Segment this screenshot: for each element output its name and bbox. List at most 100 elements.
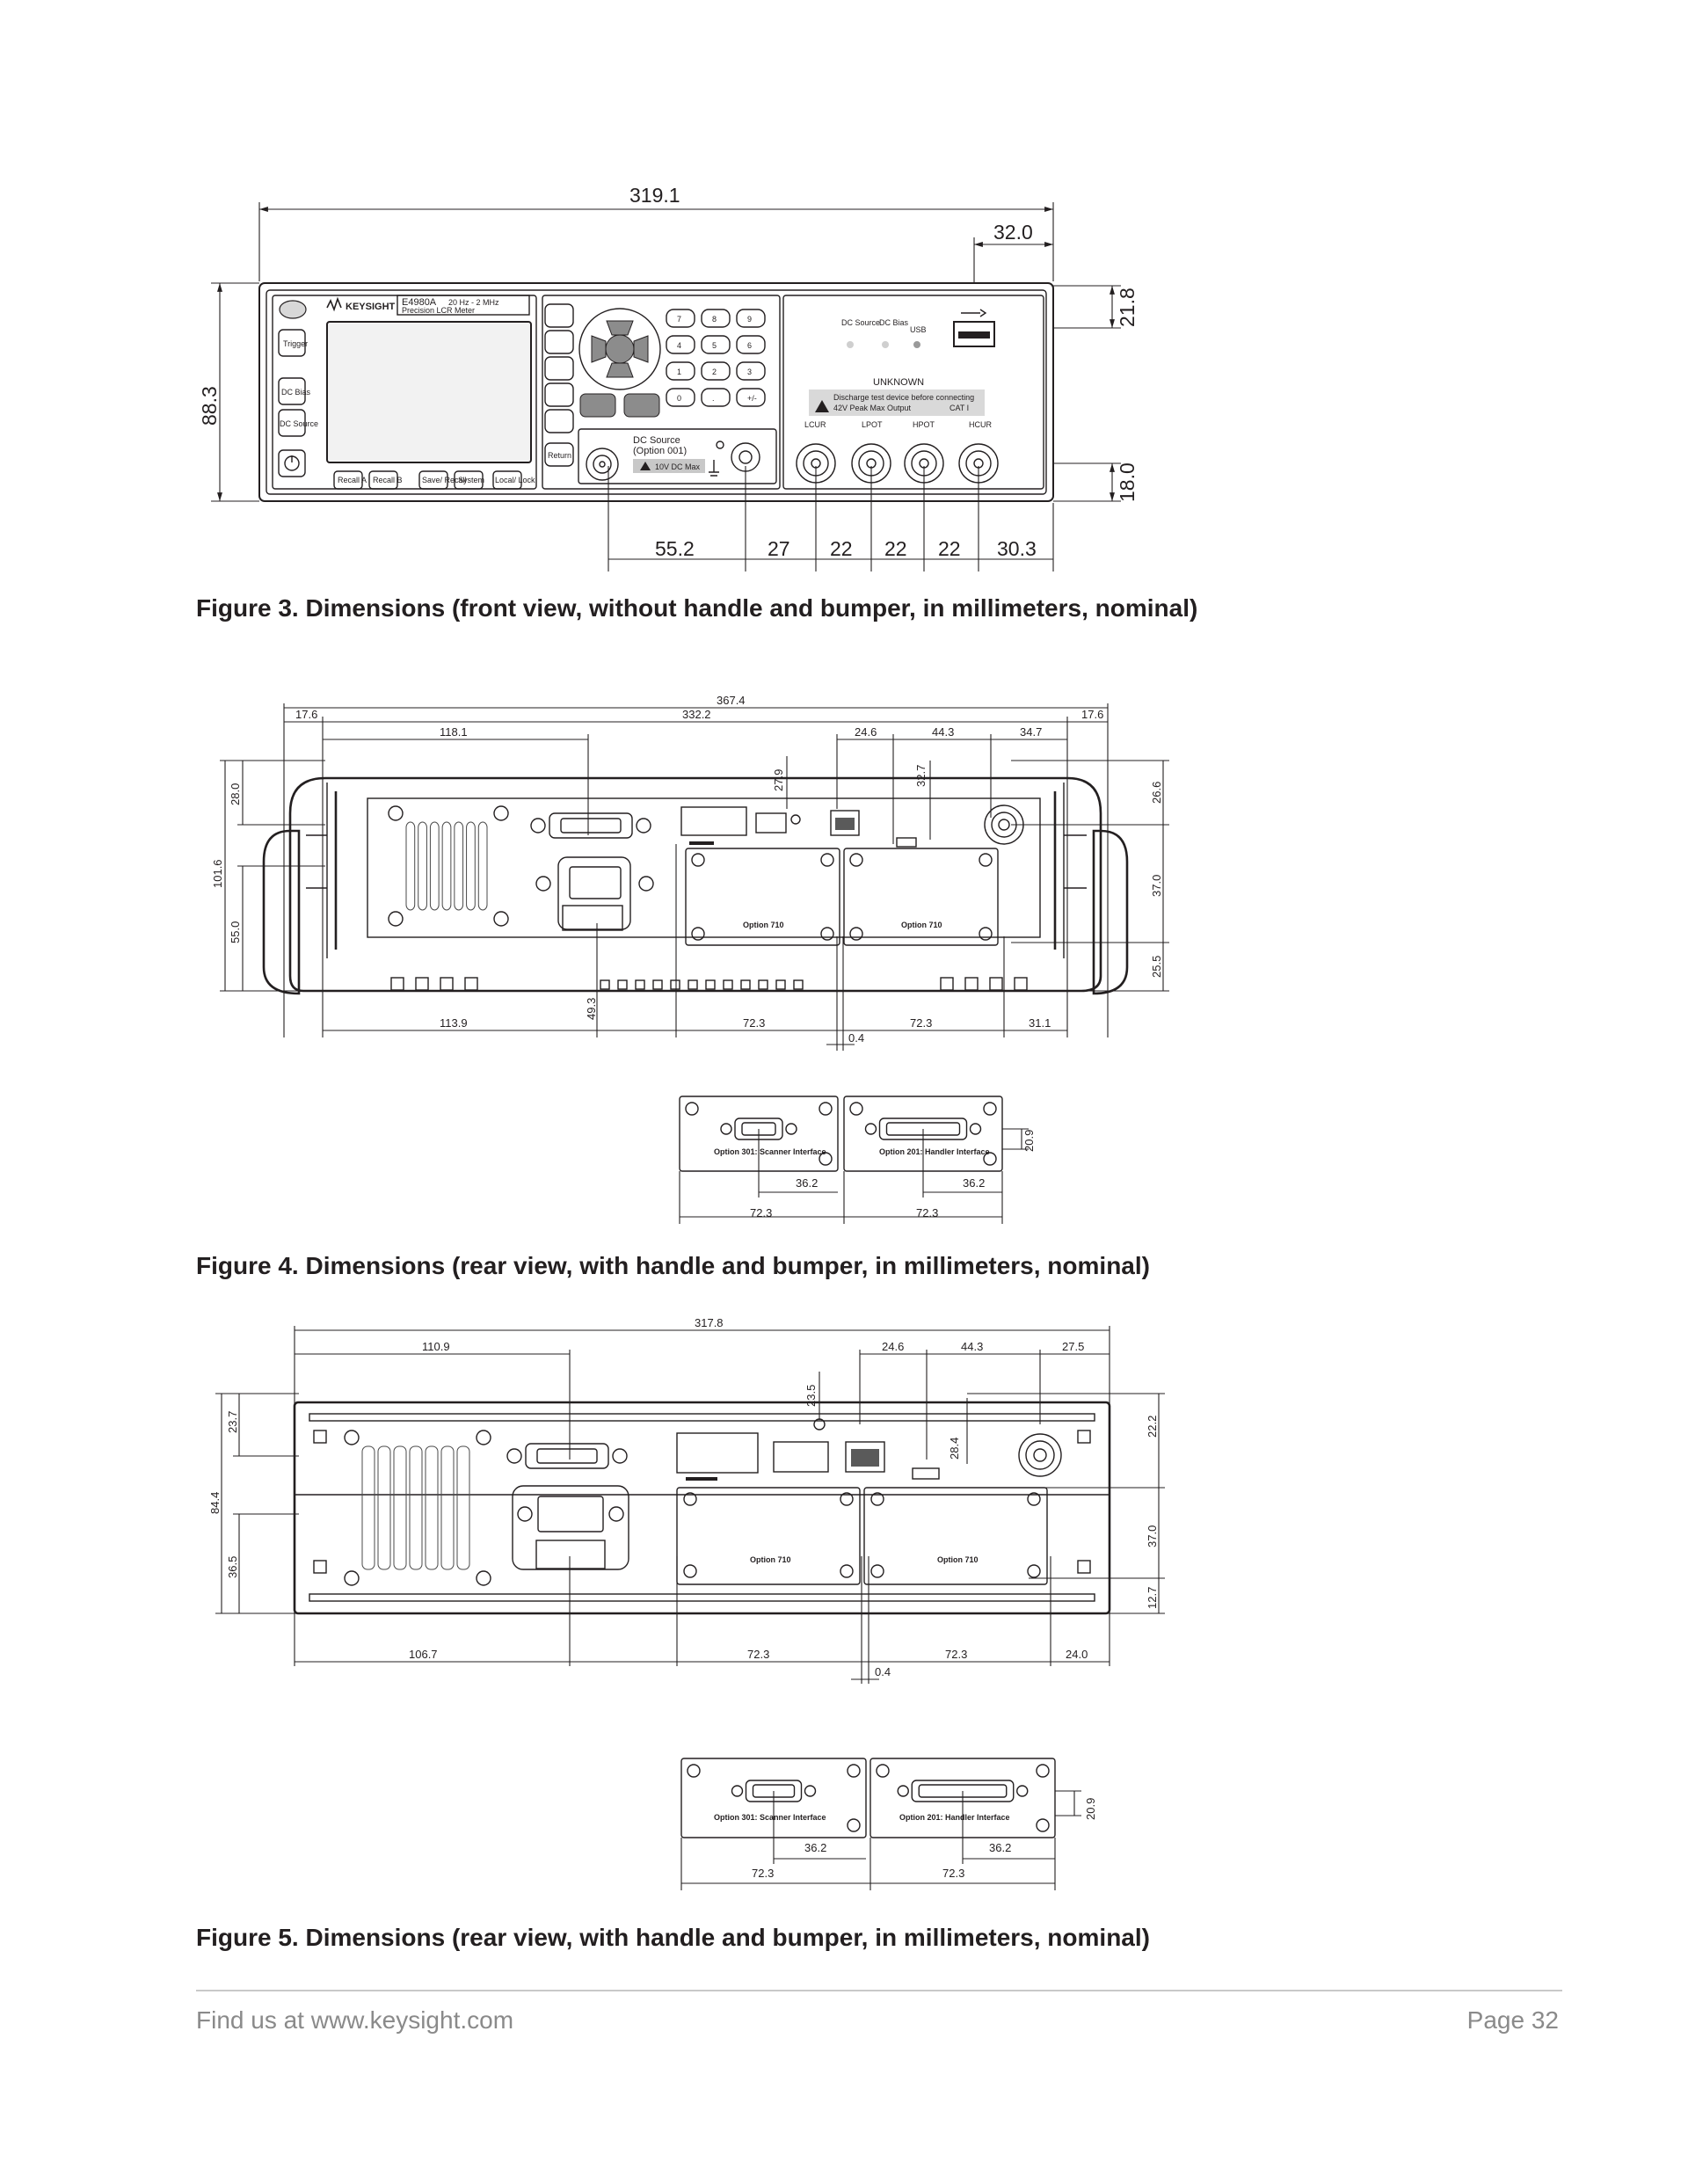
model-freq: 20 Hz - 2 MHz bbox=[448, 298, 499, 307]
warning-cat: CAT I bbox=[950, 404, 969, 412]
dim5-246: 24.6 bbox=[882, 1340, 904, 1353]
keypad-key-label: . bbox=[712, 394, 715, 403]
dim-usb-height: 21.8 bbox=[1116, 288, 1139, 327]
keypad-key bbox=[701, 361, 731, 381]
dim5-v284: 28.4 bbox=[948, 1438, 961, 1460]
keypad-key bbox=[736, 388, 766, 407]
vent-slot bbox=[477, 821, 488, 911]
figure-4-rear-view: 367.4 17.6 332.2 17.6 118.1 24.6 44.3 34… bbox=[0, 686, 1688, 1231]
option-710-right: Option 710 bbox=[901, 921, 942, 929]
screw-icon bbox=[897, 1785, 909, 1797]
screw-icon bbox=[819, 1152, 833, 1166]
figure-3-front-view: 319.1 32.0 21.8 18.0 88.3 Trigger DC Bia… bbox=[0, 176, 1688, 589]
vent-slot bbox=[456, 1445, 470, 1570]
screw-icon bbox=[344, 1570, 360, 1586]
screw-icon bbox=[731, 1785, 744, 1797]
screw-icon bbox=[983, 1102, 997, 1116]
dim5-b240: 24.0 bbox=[1066, 1648, 1088, 1661]
vent-slot bbox=[393, 1445, 407, 1570]
sub-d362b: 36.2 bbox=[963, 1176, 985, 1190]
svg-text:Local/ Lock: Local/ Lock bbox=[495, 476, 535, 484]
terminal-lcur: LCUR bbox=[804, 420, 826, 429]
footer-page-number: Page 32 bbox=[1466, 2006, 1559, 2034]
key-dc-bias: DC Bias bbox=[281, 388, 311, 397]
sub-handler-label: Option 201: Handler Interface bbox=[879, 1147, 990, 1156]
screw-icon bbox=[819, 1102, 833, 1116]
option-710-left: Option 710 bbox=[743, 921, 784, 929]
screw-icon bbox=[476, 1430, 491, 1445]
dim5-r370: 37.0 bbox=[1146, 1525, 1159, 1547]
screw-icon bbox=[493, 911, 509, 927]
dim-total: 367.4 bbox=[717, 694, 746, 707]
foot-mark bbox=[440, 977, 454, 991]
foot-mark bbox=[989, 977, 1003, 991]
key-return: Return bbox=[548, 451, 571, 460]
foot-mark bbox=[964, 977, 979, 991]
vent-slot bbox=[440, 1445, 455, 1570]
sub5-w723a: 72.3 bbox=[752, 1867, 774, 1880]
display-screen bbox=[326, 321, 532, 463]
svg-text:Save/ Recall: Save/ Recall bbox=[422, 476, 467, 484]
sub-w723a: 72.3 bbox=[750, 1206, 772, 1219]
dim-b3: 22 bbox=[830, 537, 853, 560]
screw-icon bbox=[685, 1102, 699, 1116]
key-trigger: Trigger bbox=[283, 339, 308, 348]
dim-r255: 25.5 bbox=[1150, 956, 1163, 978]
dim-left: 17.6 bbox=[295, 708, 317, 721]
keypad-key-label: 8 bbox=[712, 315, 717, 324]
brand-logo: KEYSIGHT bbox=[346, 302, 396, 312]
rear-view-drawing-handle: 367.4 17.6 332.2 17.6 118.1 24.6 44.3 34… bbox=[211, 694, 1169, 1224]
foot-mark bbox=[600, 979, 610, 990]
svg-text:Recall B: Recall B bbox=[373, 476, 403, 484]
dim-h1016: 101.6 bbox=[211, 859, 224, 888]
model-name: E4980A bbox=[402, 297, 437, 308]
dim5-r222: 22.2 bbox=[1146, 1416, 1159, 1438]
keypad-key-label: +/- bbox=[747, 394, 757, 403]
bottom-keys: Recall A Recall B Save/ Recall System Lo… bbox=[333, 470, 535, 490]
foot-mark bbox=[775, 979, 786, 990]
rear-view-drawing-no-handle: 317.8 110.9 24.6 44.3 27.5 23.5 28.4 23.… bbox=[208, 1316, 1165, 1890]
figure-3-caption: Figure 3. Dimensions (front view, withou… bbox=[196, 594, 1198, 622]
option5-710-left: Option 710 bbox=[750, 1555, 791, 1564]
option-001-label: (Option 001) bbox=[633, 446, 687, 456]
vent-slot bbox=[454, 821, 464, 911]
keypad-key-label: 3 bbox=[747, 368, 752, 376]
keypad-key-label: 7 bbox=[677, 315, 681, 324]
footer-website: Find us at www.keysight.com bbox=[196, 2006, 514, 2034]
dim5-h237: 23.7 bbox=[226, 1411, 239, 1433]
dim-b2: 27 bbox=[768, 537, 790, 560]
sub5-d362b: 36.2 bbox=[989, 1841, 1011, 1854]
dim-b723b: 72.3 bbox=[910, 1016, 932, 1030]
screw-icon bbox=[969, 1123, 982, 1135]
ind-usb: USB bbox=[910, 325, 927, 334]
sub-w723b: 72.3 bbox=[916, 1206, 938, 1219]
dim-b4: 22 bbox=[884, 537, 907, 560]
dim5-b723a: 72.3 bbox=[747, 1648, 769, 1661]
screw-icon bbox=[1016, 1785, 1029, 1797]
ind-dc-source: DC Source bbox=[841, 318, 880, 327]
sub-d362a: 36.2 bbox=[796, 1176, 818, 1190]
dim5-b723b: 72.3 bbox=[945, 1648, 967, 1661]
screw-icon bbox=[983, 1152, 997, 1166]
foot-mark bbox=[688, 979, 698, 990]
terminal-lpot: LPOT bbox=[862, 420, 883, 429]
dim-usb-offset: 32.0 bbox=[993, 221, 1033, 244]
dim5-b04: 0.4 bbox=[875, 1665, 891, 1678]
vent-slot bbox=[361, 1445, 375, 1570]
dim5-total: 317.8 bbox=[695, 1316, 724, 1329]
screw-icon bbox=[804, 1785, 817, 1797]
dc-source-label: DC Source bbox=[633, 435, 680, 446]
screw-icon bbox=[388, 805, 404, 821]
dim-v279: 27.9 bbox=[772, 769, 785, 791]
unknown-label: UNKNOWN bbox=[873, 377, 924, 388]
dim-b311: 31.1 bbox=[1029, 1016, 1051, 1030]
dim-b1: 55.2 bbox=[655, 537, 695, 560]
screw-icon bbox=[847, 1764, 861, 1778]
keypad-key bbox=[666, 335, 695, 354]
footer-divider bbox=[196, 1990, 1562, 1991]
keypad-key bbox=[736, 335, 766, 354]
soft-keys: Return bbox=[544, 303, 574, 467]
sub5-scanner-label: Option 301: Scanner Interface bbox=[714, 1813, 826, 1822]
keypad-key bbox=[701, 335, 731, 354]
